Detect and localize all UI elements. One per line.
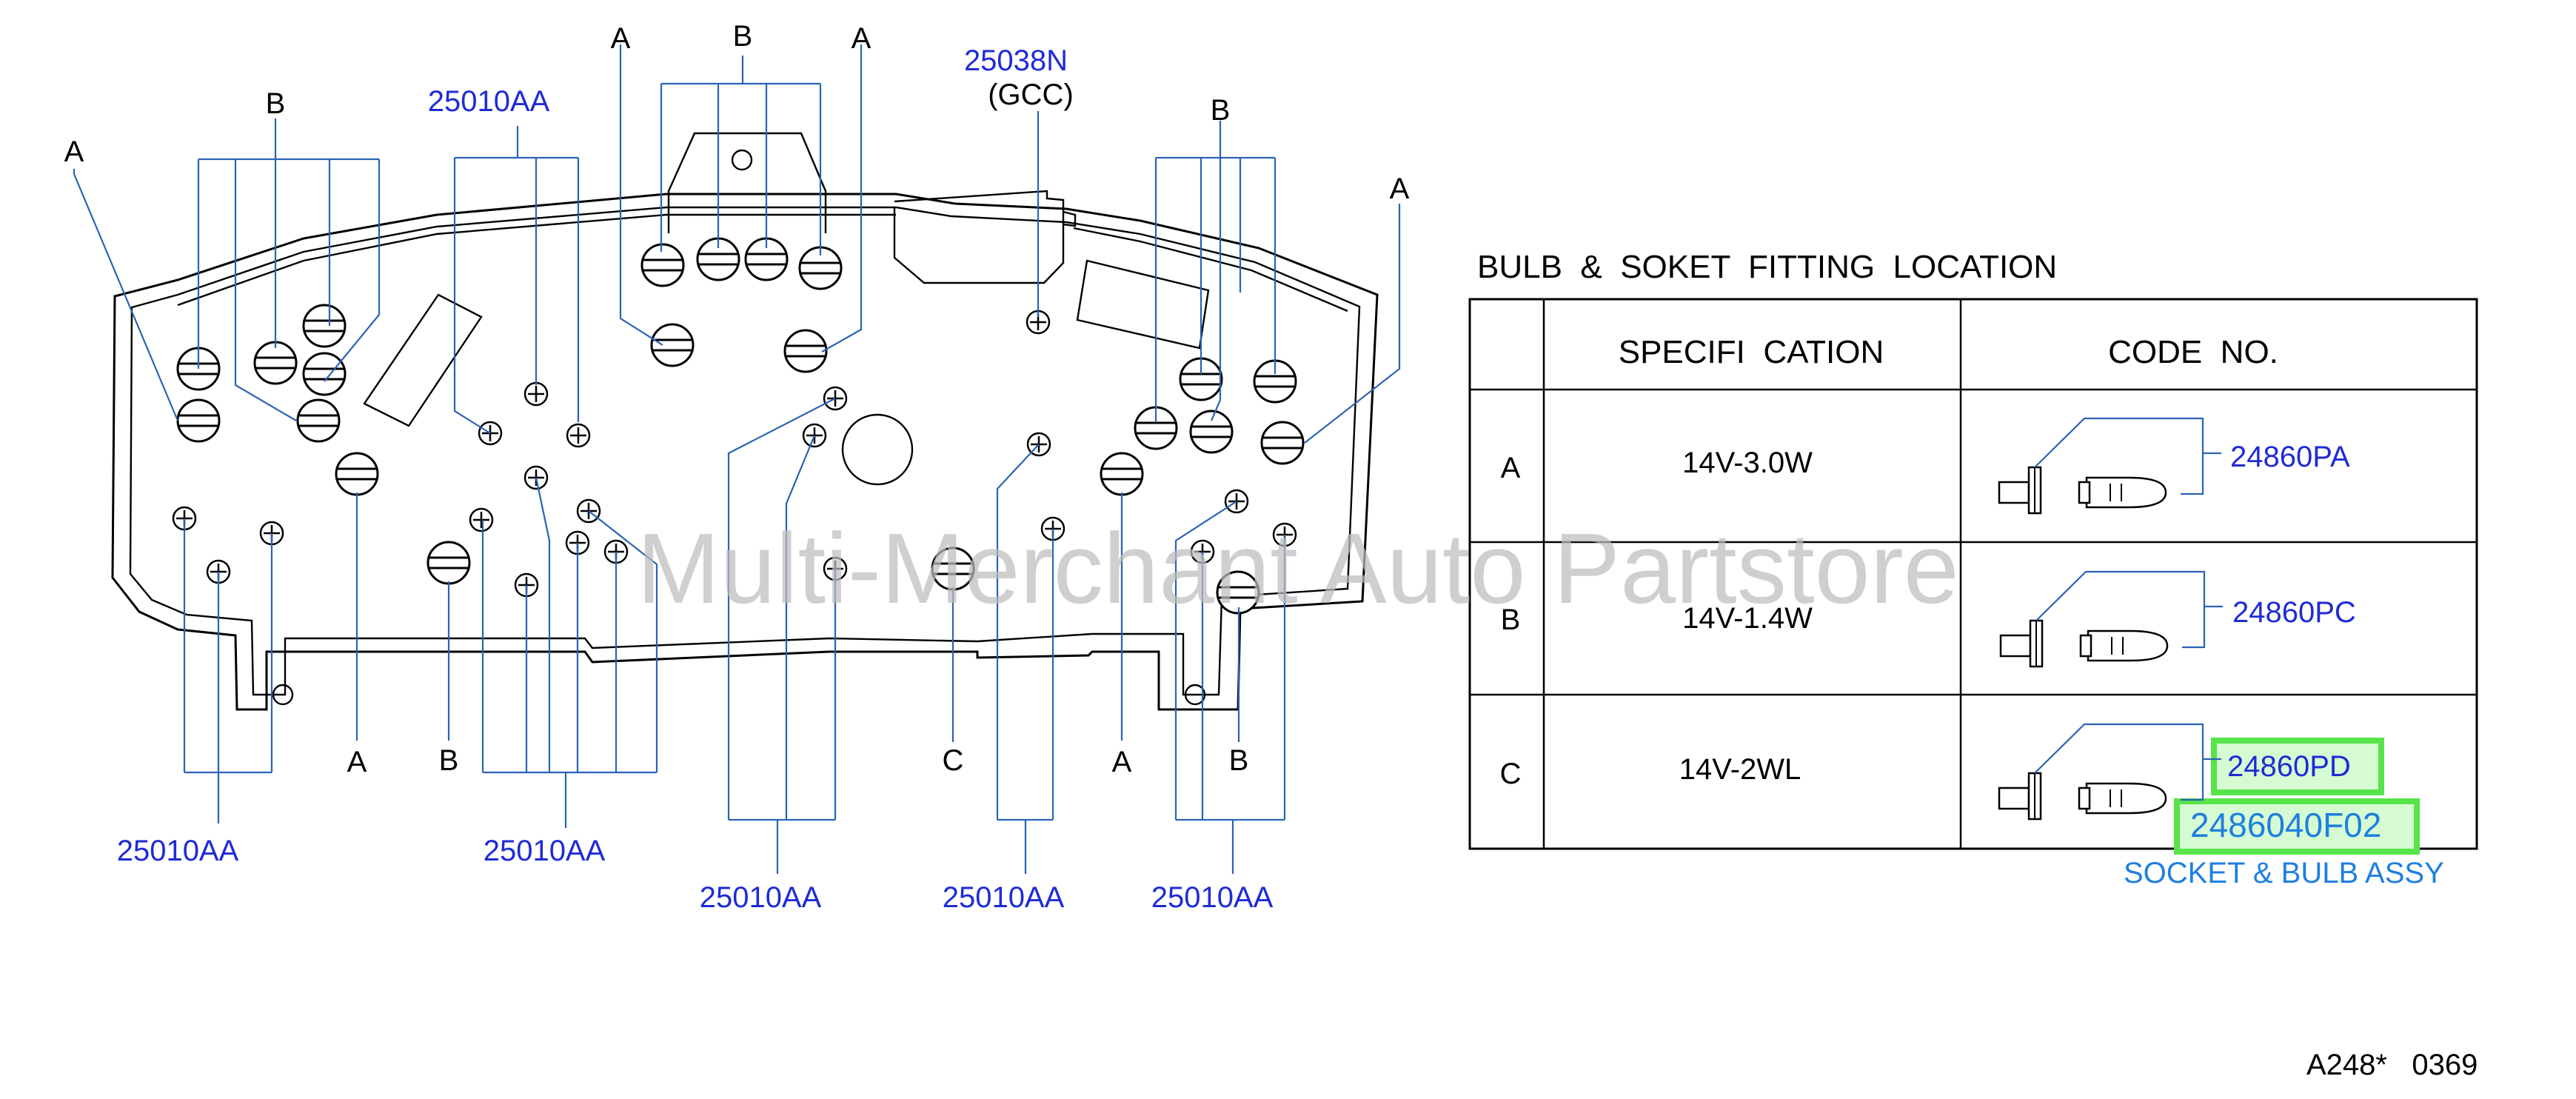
- bulb: [650, 323, 695, 367]
- reference-code: A248* 0369: [2306, 1049, 2478, 1081]
- label-top-a-left: A: [611, 22, 631, 55]
- row-b-code: 24860PC: [2232, 596, 2356, 629]
- label-bottom-b-right: B: [1229, 744, 1249, 777]
- label-top-25010aa: 25010AA: [428, 85, 550, 118]
- row-a-spec: 14V-3.0W: [1682, 447, 1813, 479]
- label-25038n: 25038N: [964, 44, 1068, 77]
- bulb: [1260, 421, 1305, 465]
- bulb: [1253, 359, 1297, 404]
- label-left-b: B: [266, 87, 286, 120]
- row-a-code: 24860PA: [2230, 441, 2350, 473]
- label-right-b: B: [1211, 94, 1231, 127]
- label-bottom-25010aa-2: 25010AA: [484, 835, 606, 867]
- label-bottom-a-left: A: [347, 746, 367, 778]
- table-title: BULB & SOKET FITTING LOCATION: [1477, 249, 2057, 285]
- label-top-b: B: [733, 20, 753, 53]
- label-right-a: A: [1390, 173, 1410, 205]
- label-bottom-25010aa-5: 25010AA: [1151, 881, 1274, 914]
- row-c-code: 24860PD: [2227, 750, 2351, 783]
- label-left-a: A: [64, 136, 84, 168]
- row-a-key: A: [1501, 452, 1521, 484]
- label-bottom-25010aa-1: 25010AA: [117, 835, 239, 867]
- bulb: [1100, 452, 1144, 496]
- callout-labels: A B 25010AA A B A 25038N (GCC) B A A B C…: [64, 20, 1410, 914]
- bulb: [302, 352, 347, 396]
- label-bottom-a-right: A: [1112, 746, 1132, 778]
- label-bottom-c: C: [943, 744, 964, 777]
- socket-bulb-icon: [1998, 723, 2221, 821]
- socket-bulb-icon: [1999, 570, 2223, 668]
- bulb: [296, 398, 341, 443]
- row-c-spec: 14V-2WL: [1679, 753, 1801, 786]
- socket-bulb-assy-label: SOCKET & BULB ASSY: [2124, 857, 2444, 889]
- bulb: [426, 541, 471, 585]
- fitting: [469, 507, 494, 532]
- label-bottom-b-left: B: [439, 744, 459, 777]
- header-specification: SPECIFI CATION: [1619, 334, 1884, 370]
- bulb: [302, 304, 347, 348]
- leader-lines: [73, 44, 1401, 874]
- bulb: [253, 341, 298, 385]
- bulb: [931, 547, 975, 591]
- socket-bulb-icon: [1998, 417, 2221, 515]
- bulb: [335, 452, 379, 496]
- cluster-outline: [111, 132, 1379, 711]
- bulb: [1189, 410, 1234, 454]
- highlight-box-2486040f02: [2174, 798, 2420, 855]
- bulb: [176, 398, 221, 443]
- fitting: [523, 381, 549, 407]
- bulb-fitting-table: BULB & SOKET FITTING LOCATION SPECIFI CA…: [1468, 249, 2478, 889]
- bulb: [783, 329, 828, 373]
- label-bottom-25010aa-3: 25010AA: [700, 881, 822, 914]
- bulb: [640, 243, 685, 287]
- bulb-sockets: [176, 237, 1305, 615]
- label-top-a-right: A: [852, 22, 872, 55]
- bulb: [1179, 357, 1223, 401]
- row-b-spec: 14V-1.4W: [1682, 602, 1813, 635]
- row-b-key: B: [1501, 604, 1521, 636]
- label-bottom-25010aa-4: 25010AA: [943, 881, 1065, 914]
- row-c-key: C: [1500, 758, 1522, 790]
- bulb: [1216, 570, 1260, 615]
- label-gcc: (GCC): [988, 78, 1074, 111]
- highlight-box-24860pd: [2211, 738, 2384, 795]
- fitting: [566, 423, 591, 448]
- header-code-no: CODE NO.: [2108, 334, 2278, 370]
- bulb: [1134, 406, 1178, 450]
- row-c-code2: 2486040F02: [2190, 806, 2381, 844]
